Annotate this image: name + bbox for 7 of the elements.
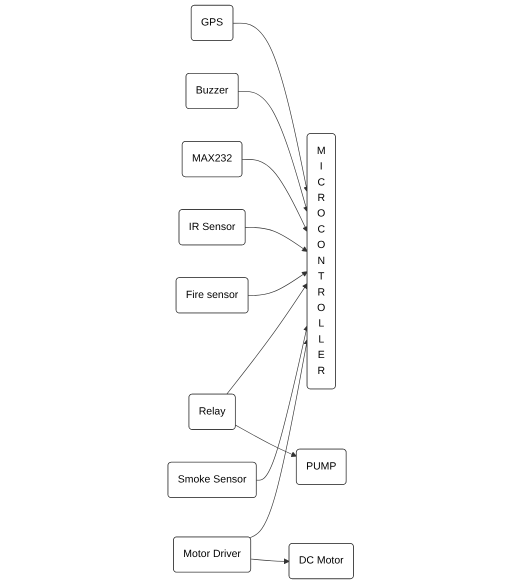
arrow (235, 424, 297, 457)
arrow (245, 227, 308, 252)
arrow (248, 271, 308, 296)
arrow (226, 283, 308, 395)
arrow (238, 90, 308, 212)
arrow (250, 558, 290, 564)
arrow (242, 159, 308, 232)
